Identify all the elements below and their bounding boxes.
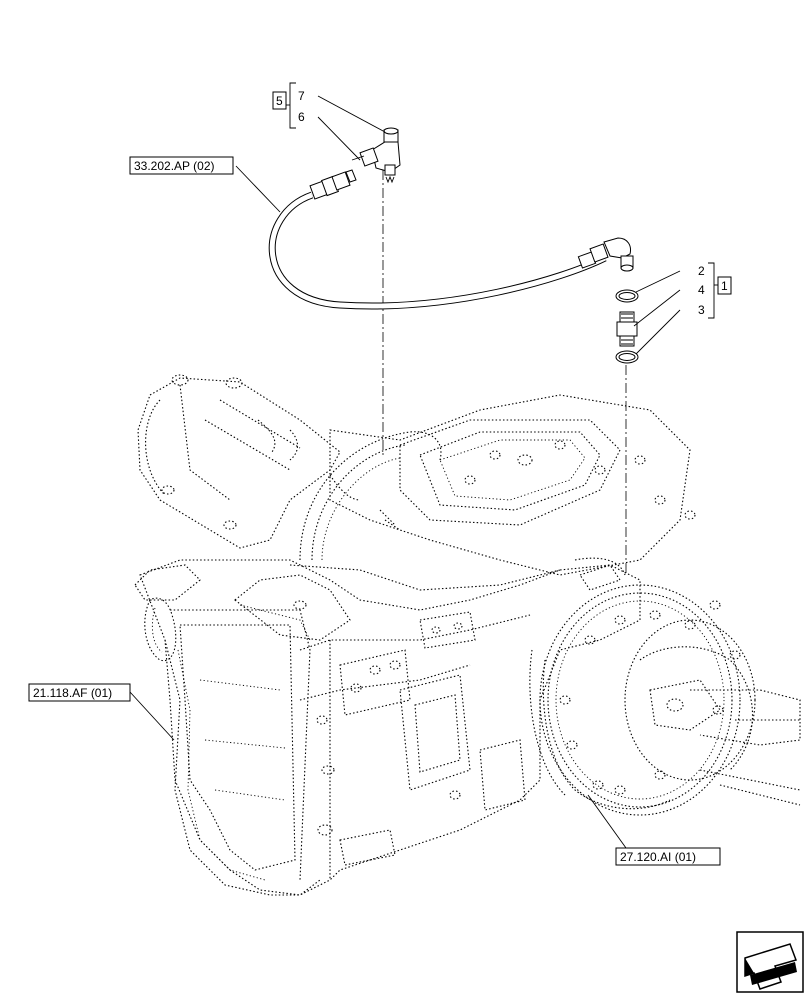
- hose-reference-box: [129, 156, 234, 175]
- adapter-fitting: [616, 311, 638, 347]
- arrow-direction-icon[interactable]: [736, 931, 804, 993]
- seal-upper: [615, 289, 639, 303]
- fitting-cap: [620, 255, 634, 272]
- kit-bracket-left: [286, 82, 296, 129]
- callout-7: 7: [298, 89, 305, 103]
- housing-reference: 21.118.AF (01): [33, 686, 112, 700]
- seal-lower: [615, 350, 639, 364]
- callout-4: 4: [698, 283, 705, 297]
- kit-label-right: 1: [721, 279, 728, 293]
- final-drive-reference-box: [615, 847, 721, 866]
- kit-bracket-right: [708, 262, 718, 319]
- elbow-fitting: [351, 127, 401, 184]
- final-drive-assembly: [529, 557, 801, 816]
- hydraulic-hose: [268, 169, 631, 310]
- callout-leaders: [129, 95, 681, 849]
- hose-reference: 33.202.AP (02): [134, 159, 215, 173]
- callout-2: 2: [698, 264, 705, 278]
- kit-label-top-box: [272, 91, 287, 110]
- callout-3: 3: [698, 303, 705, 317]
- transmission-housing: [134, 374, 696, 896]
- final-drive-reference: 27.120.AI (01): [620, 850, 696, 864]
- callout-6: 6: [298, 110, 305, 124]
- kit-label-right-box: [717, 276, 732, 295]
- kit-label-top: 5: [276, 94, 283, 108]
- housing-reference-box: [28, 683, 131, 702]
